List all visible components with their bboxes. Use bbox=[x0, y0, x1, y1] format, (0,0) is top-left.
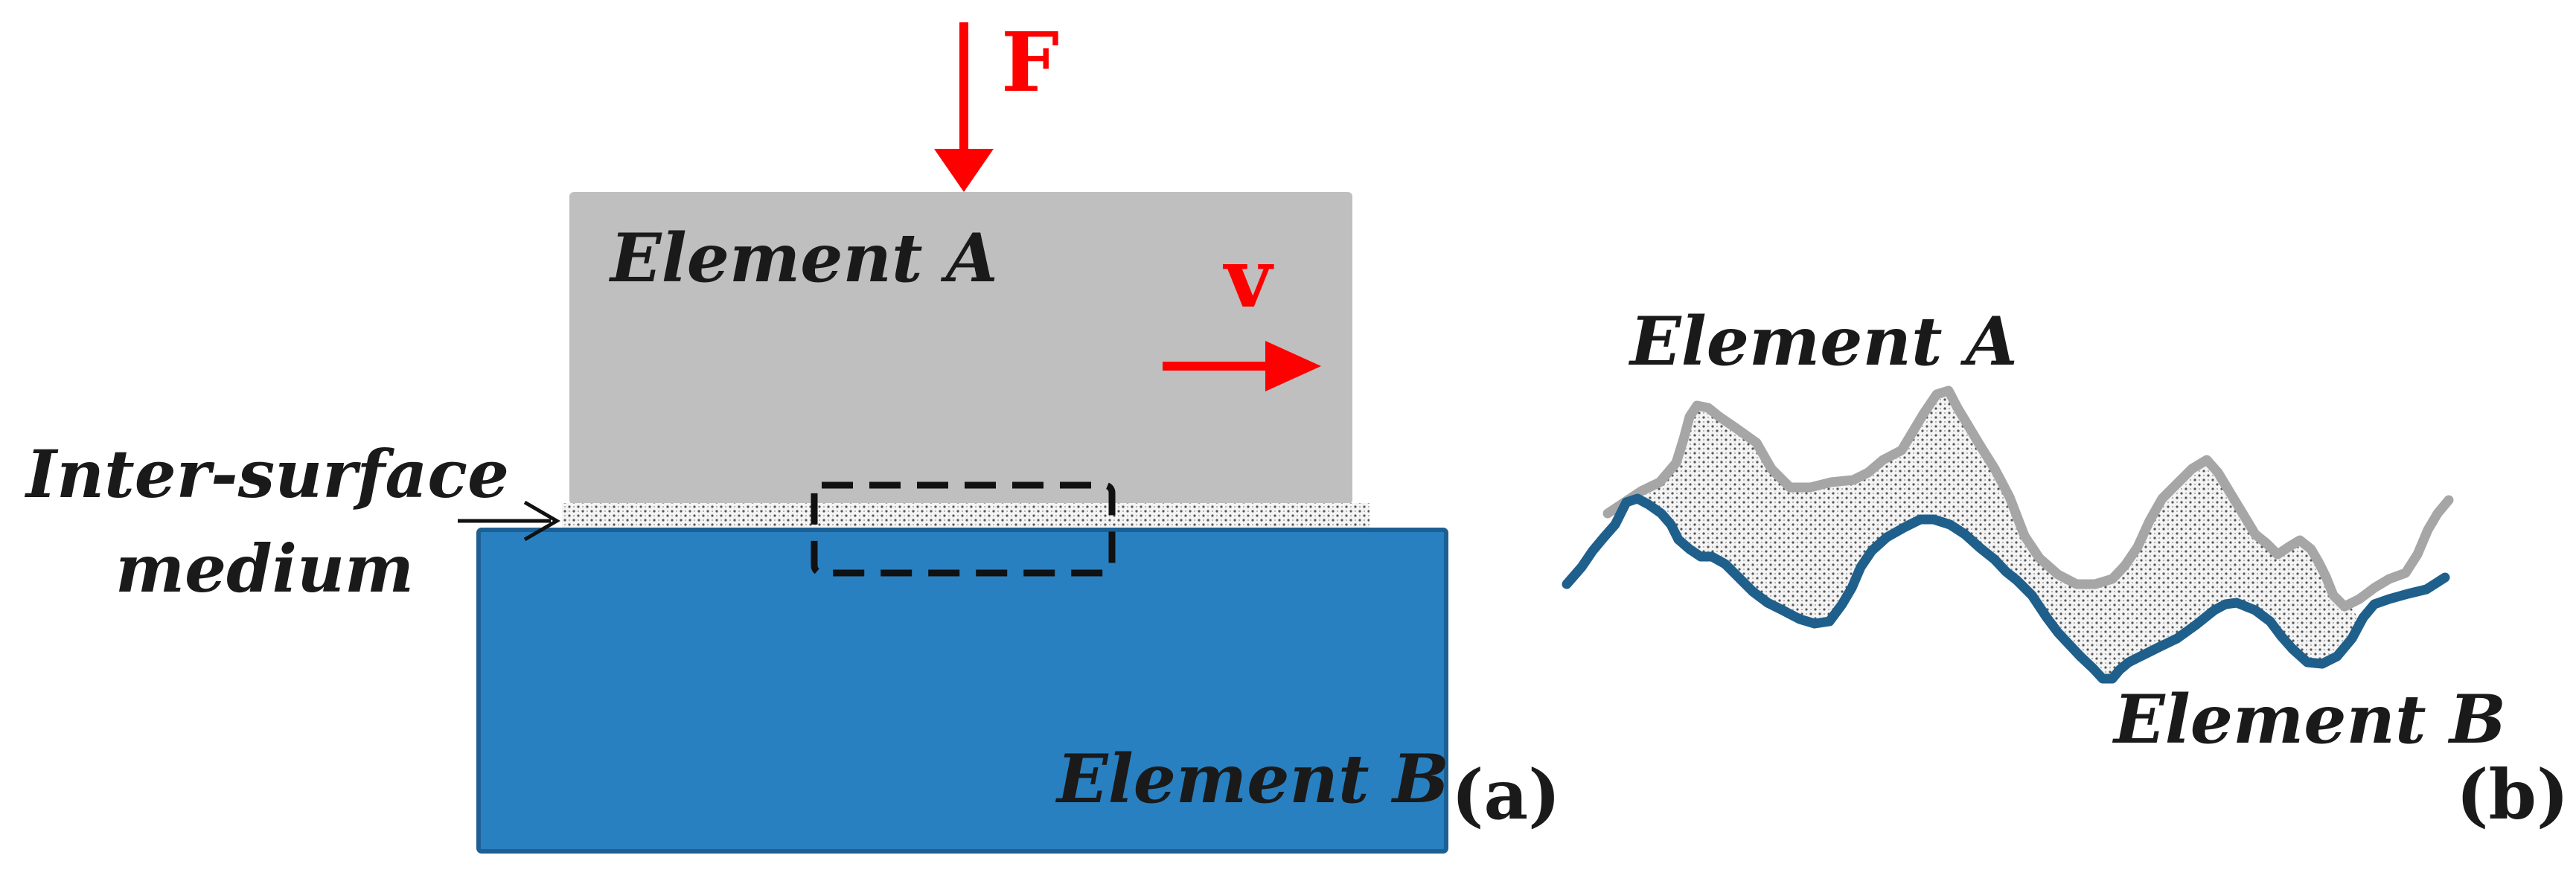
element-a-label: Element A bbox=[608, 219, 998, 298]
element-b-block bbox=[476, 528, 1448, 854]
inter-surface-medium-layer bbox=[562, 503, 1370, 530]
profile-element-a-label: Element A bbox=[1628, 302, 2018, 381]
medium-fill-region bbox=[1619, 391, 2358, 679]
panel-b-label: (b) bbox=[2456, 755, 2569, 835]
medium-pointer-arrow bbox=[458, 500, 560, 542]
panel-a-label: (a) bbox=[1451, 755, 1561, 835]
velocity-arrow bbox=[1163, 341, 1321, 391]
panel-a: F v Element A Element B Inter-surface me… bbox=[24, 14, 1561, 854]
element-b-label: Element B bbox=[1055, 740, 1449, 819]
profile-element-b-label: Element B bbox=[2112, 680, 2506, 759]
velocity-label: v bbox=[1223, 230, 1274, 326]
force-arrow bbox=[934, 22, 994, 192]
element-a-block bbox=[569, 192, 1352, 505]
medium-label-line1: Inter-surface bbox=[24, 435, 509, 513]
force-label: F bbox=[1001, 14, 1059, 110]
panel-b: Element A Element B (b) bbox=[1562, 302, 2569, 835]
element-a-profile bbox=[1602, 385, 2454, 612]
element-b-profile bbox=[1562, 493, 2450, 684]
medium-label-line2: medium bbox=[115, 530, 414, 607]
